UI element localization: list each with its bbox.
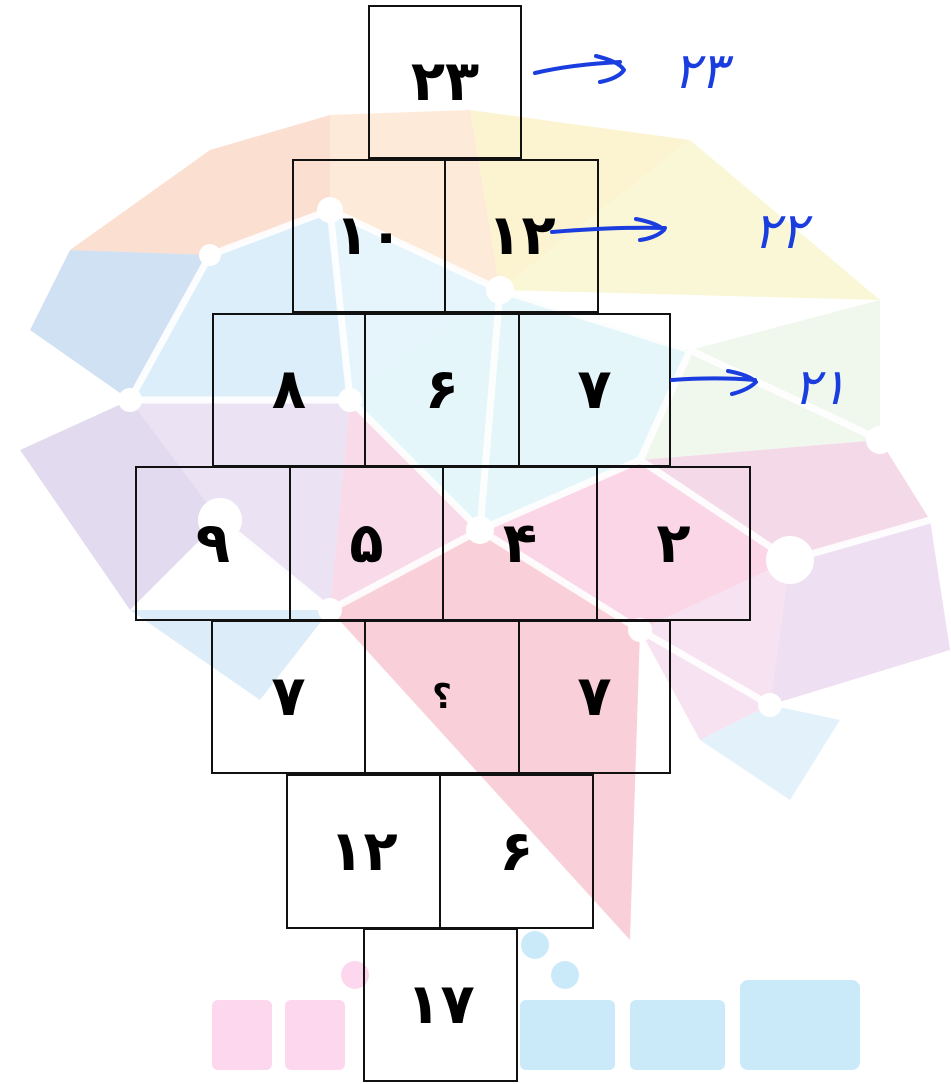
pyramid-cell-row4-3: ۴ <box>442 466 598 621</box>
pyramid-cell-row3-1: ۸ <box>212 313 366 467</box>
pyramid-cell-row6-1: ۱۲ <box>286 774 441 929</box>
cell-value: ۹ <box>196 516 230 572</box>
pyramid-cell-row6-2: ۶ <box>439 774 594 929</box>
cell-value: ۱۲ <box>329 824 397 880</box>
pyramid-cell-row5-3: ۷ <box>518 620 671 774</box>
cell-value: ۱۲ <box>487 208 555 264</box>
pyramid-cell-row2-2: ۱۲ <box>444 159 599 313</box>
cell-value: ۸ <box>272 362 306 418</box>
cell-value: ۲ <box>656 516 690 572</box>
cell-value: ۷ <box>577 362 611 418</box>
pyramid-cell-row1-1: ۲۳ <box>368 5 522 159</box>
pyramid-cell-row4-1: ۹ <box>135 466 291 621</box>
cell-value: ۷ <box>271 669 305 725</box>
pyramid-cell-row3-2: ۶ <box>364 313 520 467</box>
pyramid-cell-row2-1: ۱۰ <box>292 159 446 313</box>
pyramid-cell-row5-unknown: ؟ <box>364 620 520 774</box>
pyramid-cell-row4-2: ۵ <box>289 466 444 621</box>
pyramid-cell-row3-3: ۷ <box>518 313 671 467</box>
pyramid-cell-row7-1: ۱۷ <box>363 928 518 1082</box>
cell-value: ۶ <box>499 824 533 880</box>
cell-value: ۷ <box>577 669 611 725</box>
cell-value: ۴ <box>503 516 537 572</box>
cell-value: ۱۰ <box>335 208 403 264</box>
pyramid-cell-row5-1: ۷ <box>211 620 366 774</box>
pyramid-cell-row4-4: ۲ <box>596 466 751 621</box>
cell-value: ۵ <box>349 516 383 572</box>
cell-value: ۲۳ <box>411 54 479 110</box>
question-mark: ؟ <box>432 680 452 714</box>
cell-value: ۶ <box>425 362 459 418</box>
cell-value: ۱۷ <box>406 977 474 1033</box>
